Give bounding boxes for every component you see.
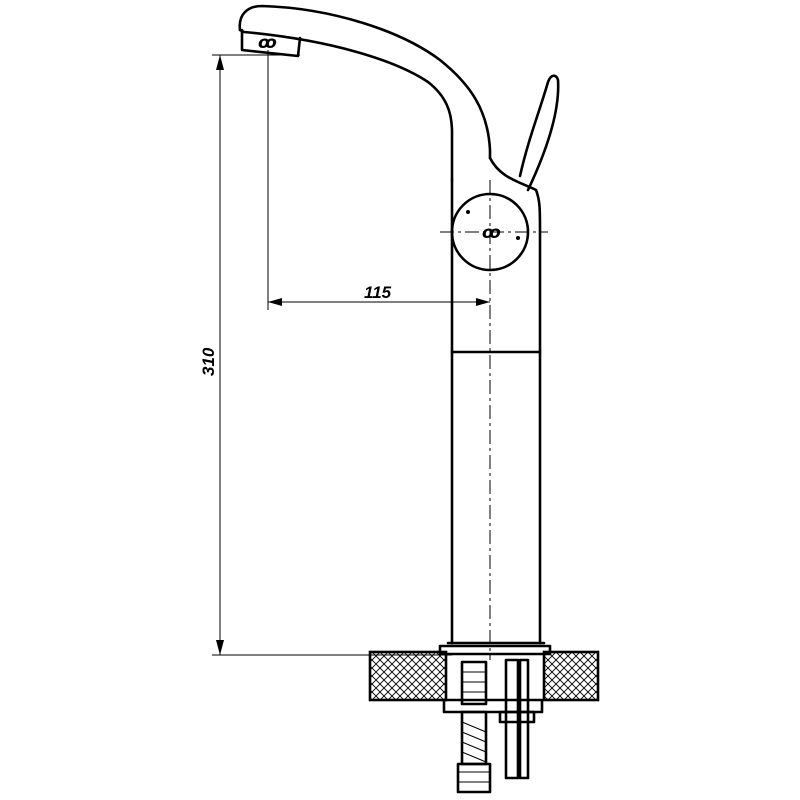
dimension-310: 310 bbox=[199, 54, 452, 656]
countertop-section bbox=[368, 644, 600, 702]
aerator-mark: ꝏ bbox=[258, 33, 277, 52]
mounting-hardware bbox=[442, 658, 544, 794]
aerator: ꝏ bbox=[240, 28, 302, 58]
dimension-115-label: 115 bbox=[364, 283, 392, 302]
lever-handle: ꝏ bbox=[450, 74, 560, 272]
dimension-115: 115 bbox=[267, 50, 490, 310]
dimension-310-label: 310 bbox=[199, 347, 218, 376]
faucet-body bbox=[238, 4, 546, 645]
center-lines bbox=[440, 180, 548, 660]
